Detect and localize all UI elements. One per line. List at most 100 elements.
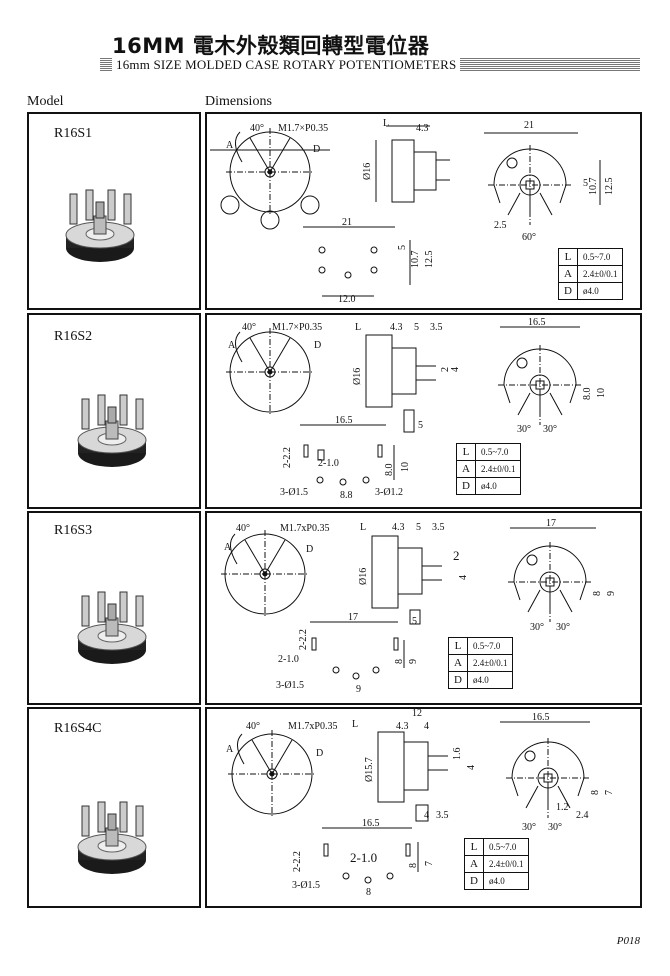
dim-d2: 10 — [596, 388, 607, 398]
front-view-r16s3 — [220, 529, 310, 619]
pcb-layout-r16s1 — [303, 226, 411, 297]
dim-w1: 4.3 — [390, 322, 403, 333]
dim-width: 21 — [524, 120, 534, 131]
side-view-r16s3 — [371, 535, 442, 625]
dim-w1: 4.3 — [396, 721, 409, 732]
dim-w2: 5 — [416, 522, 421, 533]
dim-pitch: 8 — [366, 887, 371, 898]
dim-d2: 10.7 — [410, 251, 421, 269]
model-panel-r16s2: R16S2 — [27, 313, 201, 509]
dim-holes: 3-Ø1.5 — [280, 487, 308, 498]
dim-d2: 9 — [606, 591, 617, 596]
dim-d3: 12.5 — [604, 178, 615, 196]
dim-d1: 8 — [394, 659, 405, 664]
dim-holes: 3-Ø1.5 — [276, 680, 304, 691]
model-panel-r16s4c: R16S4C — [27, 707, 201, 908]
dim-pitch: 12.0 — [338, 294, 356, 305]
dim-angle: 30° — [548, 822, 562, 833]
dim-d1: 8 — [592, 591, 603, 596]
dim-angle: 60° — [522, 232, 536, 243]
dim-angle: 40° — [246, 721, 260, 732]
label-d: D — [306, 544, 313, 555]
dim-width: 16.5 — [532, 712, 550, 723]
page-number: P018 — [616, 935, 640, 947]
dim-width: 21 — [342, 217, 352, 228]
label-a: A — [228, 340, 236, 351]
dim-diameter: Ø16 — [362, 163, 373, 180]
rear-view-r16s1 — [484, 132, 601, 226]
dim-hole: 2-2.2 — [292, 851, 303, 872]
dim-d1: 5 — [397, 245, 408, 250]
column-header-dimensions: Dimensions — [205, 94, 272, 109]
dim-width: 17 — [546, 518, 556, 529]
dim-width: 16.5 — [335, 415, 353, 426]
spec-d: ø4.0 — [576, 282, 624, 300]
label-a: A — [226, 140, 234, 151]
pcb-layout-r16s4c — [322, 827, 419, 884]
rear-view-r16s4c — [500, 721, 591, 819]
dim-d1: 8.0 — [384, 464, 395, 477]
page-subtitle: 16mm SIZE MOLDED CASE ROTARY POTENTIOMET… — [112, 57, 461, 72]
dim-t1: 2 — [453, 548, 460, 563]
model-name: R16S2 — [54, 329, 93, 344]
dim-slot: 2-1.0 — [278, 654, 299, 665]
dim-d2: 10.7 — [588, 178, 599, 196]
dim-s2: 2.4 — [576, 810, 589, 821]
dim-d1: 5 — [583, 178, 588, 189]
dim-w1: 4.3 — [416, 123, 429, 134]
label-d: D — [316, 748, 323, 759]
label-a: A — [226, 744, 234, 755]
label-a: A — [224, 542, 232, 553]
dim-thread: M1.7xP0.35 — [288, 721, 337, 732]
spec-d: ø4.0 — [482, 872, 530, 890]
dim-diameter: Ø15.7 — [364, 757, 375, 782]
dim-w3: 3.5 — [432, 522, 445, 533]
dim-angle: 40° — [242, 322, 256, 333]
dim-d3: 12.5 — [424, 251, 435, 269]
dim-w2: 5 — [414, 322, 419, 333]
dim-angle: 30° — [517, 424, 531, 435]
dim-angle: 30° — [556, 622, 570, 633]
model-name: R16S3 — [54, 523, 93, 538]
dim-length: L — [360, 522, 366, 533]
dim-d1: 8 — [408, 863, 419, 868]
dim-holes: 3-Ø1.5 — [292, 880, 320, 891]
dim-holes: 3-Ø1.2 — [375, 487, 403, 498]
model-panel-r16s3: R16S3 — [27, 511, 201, 705]
dim-pitch: 9 — [356, 684, 361, 695]
dim-t1: 2 — [440, 367, 451, 372]
dim-w1: 4.3 — [392, 522, 405, 533]
front-view-r16s2 — [225, 327, 315, 417]
dim-angle: 30° — [530, 622, 544, 633]
dim-b2: 3.5 — [436, 810, 449, 821]
dim-thread: M1.7xP0.35 — [280, 523, 329, 534]
dim-thread: M1.7×P0.35 — [272, 322, 322, 333]
dim-d2: 10 — [400, 462, 411, 472]
dim-d2: 7 — [424, 861, 435, 866]
rear-view-r16s3 — [507, 527, 596, 623]
dimension-panel-r16s1 — [205, 112, 642, 310]
dim-angle: 30° — [522, 822, 536, 833]
dimension-panel-r16s2 — [205, 313, 642, 509]
spec-d: ø4.0 — [466, 671, 514, 689]
dim-angle: 40° — [236, 523, 250, 534]
dim-d2: 7 — [604, 790, 615, 795]
dim-t1: 1.6 — [452, 748, 463, 761]
rear-view-r16s2 — [497, 326, 583, 426]
dim-pitch: 8.8 — [340, 490, 353, 501]
product-photo-r16s1 — [65, 189, 135, 263]
dim-thread: M1.7×P0.35 — [278, 123, 328, 134]
column-header-model: Model — [27, 94, 64, 109]
model-name: R16S1 — [54, 126, 93, 141]
dim-d2: 9 — [408, 659, 419, 664]
dim-hole: 2-2.2 — [282, 447, 293, 468]
model-name: R16S4C — [54, 721, 102, 736]
dim-w0: 12 — [412, 708, 422, 719]
front-view-r16s4c — [227, 729, 317, 819]
label-d: D — [313, 144, 320, 155]
dim-length: L — [383, 118, 389, 129]
dim-t2: 4 — [450, 367, 461, 372]
dim-d4: 2.5 — [494, 220, 507, 231]
